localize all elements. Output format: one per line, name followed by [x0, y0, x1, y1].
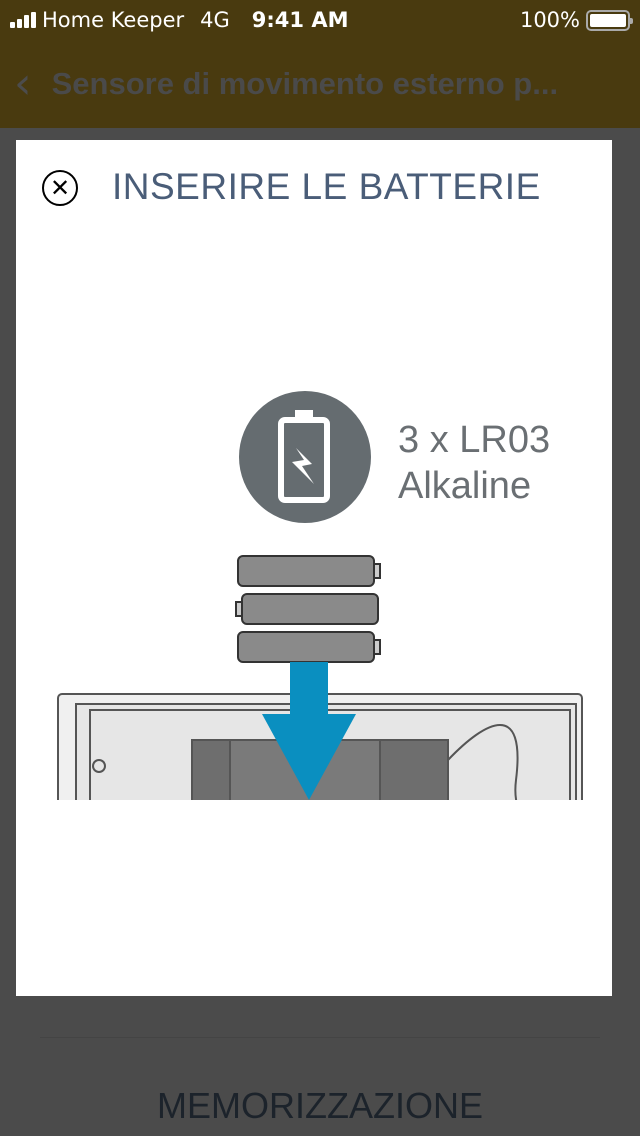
battery-spec-line2: Alkaline	[398, 465, 531, 507]
status-bar: Home Keeper 4G 9:41 AM 100%	[0, 0, 640, 40]
network-type: 4G	[200, 8, 230, 32]
modal-title: INSERIRE LE BATTERIE	[112, 166, 541, 207]
clock: 9:41 AM	[251, 8, 349, 32]
battery-percent: 100%	[519, 8, 580, 32]
battery-modal: ✕ INSERIRE LE BATTERIE 3 x LR03 Alkaline	[16, 140, 612, 996]
divider	[40, 1037, 600, 1038]
carrier-name: Home Keeper	[42, 8, 185, 32]
signal-icon	[10, 12, 36, 28]
close-circle-icon[interactable]: ✕	[42, 170, 78, 206]
battery-icon	[586, 9, 633, 31]
chevron-left-icon[interactable]: ‹	[14, 58, 32, 109]
aa-batteries	[235, 555, 381, 663]
nav-bar: ‹ Sensore di movimento esterno p...	[0, 40, 640, 128]
nav-title: Sensore di movimento esterno p...	[51, 66, 559, 101]
section-title: MEMORIZZAZIONE	[157, 1085, 483, 1126]
battery-insertion-illustration: 3 x LR03 Alkaline	[57, 391, 583, 800]
battery-icon-badge	[239, 391, 371, 523]
battery-spec-line1: 3 x LR03	[398, 419, 550, 461]
insert-arrow-icon	[262, 662, 356, 800]
